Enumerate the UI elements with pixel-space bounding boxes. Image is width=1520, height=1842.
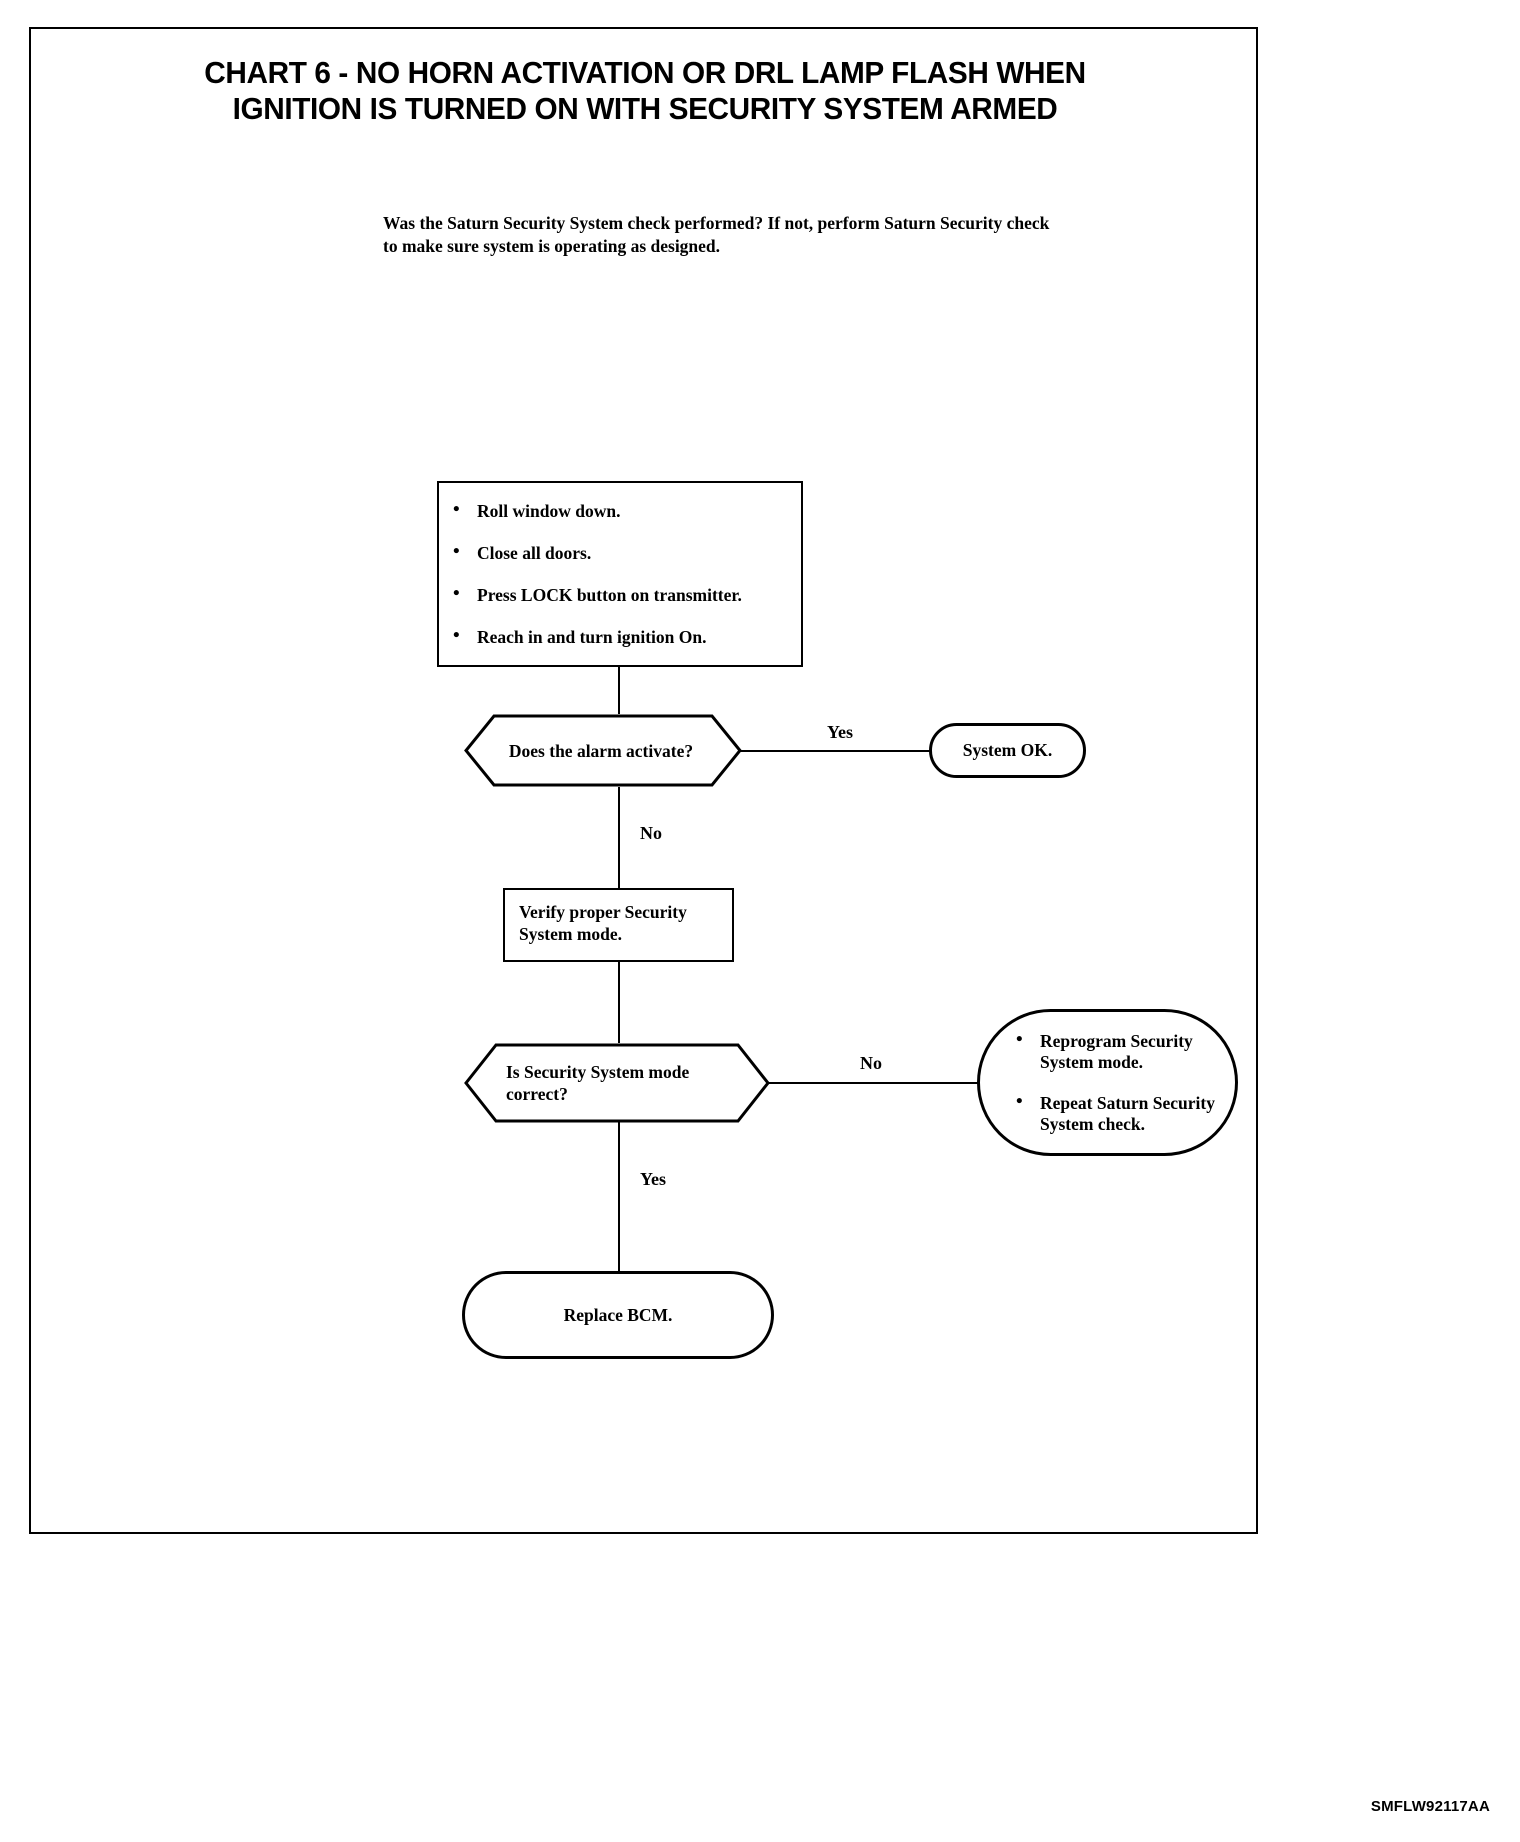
title-line-1: CHART 6 - NO HORN ACTIVATION OR DRL LAMP… — [204, 55, 1086, 90]
node-alarm-activate: Does the alarm activate? — [464, 714, 742, 787]
title-line-2: IGNITION IS TURNED ON WITH SECURITY SYST… — [232, 91, 1058, 126]
verify-mode-line-1: Verify proper Security — [519, 902, 687, 922]
verify-mode-line-2: System mode. — [519, 924, 623, 944]
list-item: Press LOCK button on transmitter. — [439, 583, 801, 606]
edge-label-no-alarm: No — [640, 823, 662, 843]
bullet-text: Reprogram Security — [1040, 1030, 1193, 1051]
bullet-text: Reach in and turn ignition On. — [477, 627, 707, 647]
terminal-label: Replace BCM. — [563, 1304, 673, 1325]
decision-label: Is Security System mode correct? — [506, 1043, 724, 1123]
intro-line-2: to make sure system is operating as desi… — [383, 236, 721, 256]
edge-label-yes-mode: Yes — [640, 1169, 666, 1189]
node-mode-correct: Is Security System mode correct? — [464, 1043, 770, 1123]
connector-verify-to-mode — [618, 962, 620, 1044]
bullet-text: System mode. — [1040, 1051, 1144, 1072]
reprogram-bullet-list: Reprogram Security System mode. Repeat S… — [1002, 1029, 1215, 1135]
intro-line-1: Was the Saturn Security System check per… — [383, 213, 1050, 233]
list-item: Repeat Saturn Security System check. — [1002, 1091, 1215, 1135]
node-prep-steps: Roll window down. Close all doors. Press… — [437, 481, 803, 667]
connector-alarm-yes — [740, 750, 932, 752]
node-replace-bcm: Replace BCM. — [462, 1271, 774, 1359]
connector-alarm-no — [618, 787, 620, 888]
list-item: Reach in and turn ignition On. — [439, 625, 801, 648]
bullet-text: Close all doors. — [477, 543, 592, 563]
verify-mode-text: Verify proper Security System mode. — [519, 901, 732, 945]
connector-mode-no — [768, 1082, 980, 1084]
terminal-label: System OK. — [962, 740, 1053, 760]
page-title: CHART 6 - NO HORN ACTIVATION OR DRL LAMP… — [83, 55, 1206, 127]
list-item: Close all doors. — [439, 541, 801, 564]
edge-label-yes-alarm: Yes — [827, 722, 853, 742]
bullet-text: Repeat Saturn Security — [1040, 1092, 1215, 1113]
list-item: Reprogram Security System mode. — [1002, 1029, 1215, 1073]
list-item: Roll window down. — [439, 499, 801, 522]
node-reprogram: Reprogram Security System mode. Repeat S… — [977, 1009, 1238, 1156]
footer-code: SMFLW92117AA — [1370, 1798, 1490, 1815]
connector-mode-yes — [618, 1122, 620, 1273]
intro-paragraph: Was the Saturn Security System check per… — [383, 212, 1103, 258]
edge-label-no-mode: No — [860, 1053, 882, 1073]
bullet-text: Press LOCK button on transmitter. — [477, 585, 742, 605]
bullet-text: System check. — [1040, 1113, 1145, 1134]
node-verify-mode: Verify proper Security System mode. — [503, 888, 734, 962]
page-border — [29, 27, 1258, 1534]
bullet-text: Roll window down. — [477, 501, 621, 521]
prep-steps-bullet-list: Roll window down. Close all doors. Press… — [439, 499, 801, 648]
mode-correct-line-1: Is Security System mode — [506, 1062, 690, 1082]
decision-label: Does the alarm activate? — [508, 740, 694, 761]
mode-correct-line-2: correct? — [506, 1084, 568, 1104]
hexagon-shape — [464, 1043, 770, 1123]
connector-prep-to-alarm — [618, 667, 620, 716]
node-system-ok: System OK. — [929, 723, 1086, 778]
hexagon-shape — [464, 714, 742, 787]
